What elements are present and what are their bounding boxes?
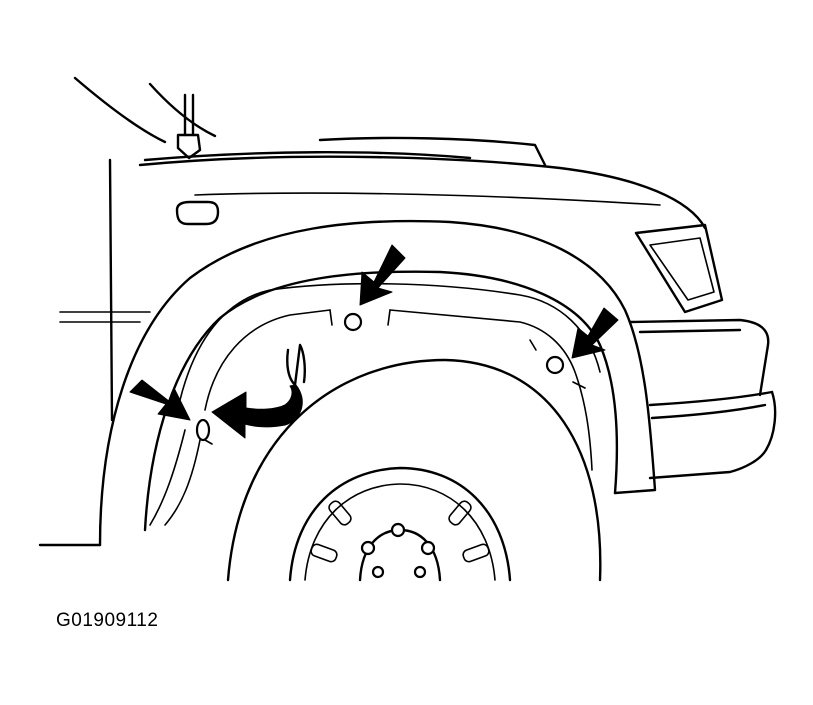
fastener-hole-top: [343, 312, 363, 332]
pointer-arrows: [129, 244, 619, 439]
wheel: [226, 358, 602, 582]
fender-flare: [98, 219, 657, 547]
front-bumper: [628, 318, 777, 480]
headlamp: [634, 223, 724, 314]
arrow-top: [359, 244, 406, 306]
figure-id-label: G01909112: [56, 610, 159, 631]
antenna: [176, 93, 202, 160]
arrow-left: [129, 379, 191, 421]
arrow-right: [571, 307, 619, 359]
fender-body: [38, 136, 707, 547]
fastener-hole-right: [545, 355, 565, 375]
curved-removal-arrow: [211, 343, 306, 439]
fastener-holes: [195, 312, 565, 442]
hood-outline: [73, 76, 472, 422]
fastener-hole-left: [195, 418, 211, 442]
